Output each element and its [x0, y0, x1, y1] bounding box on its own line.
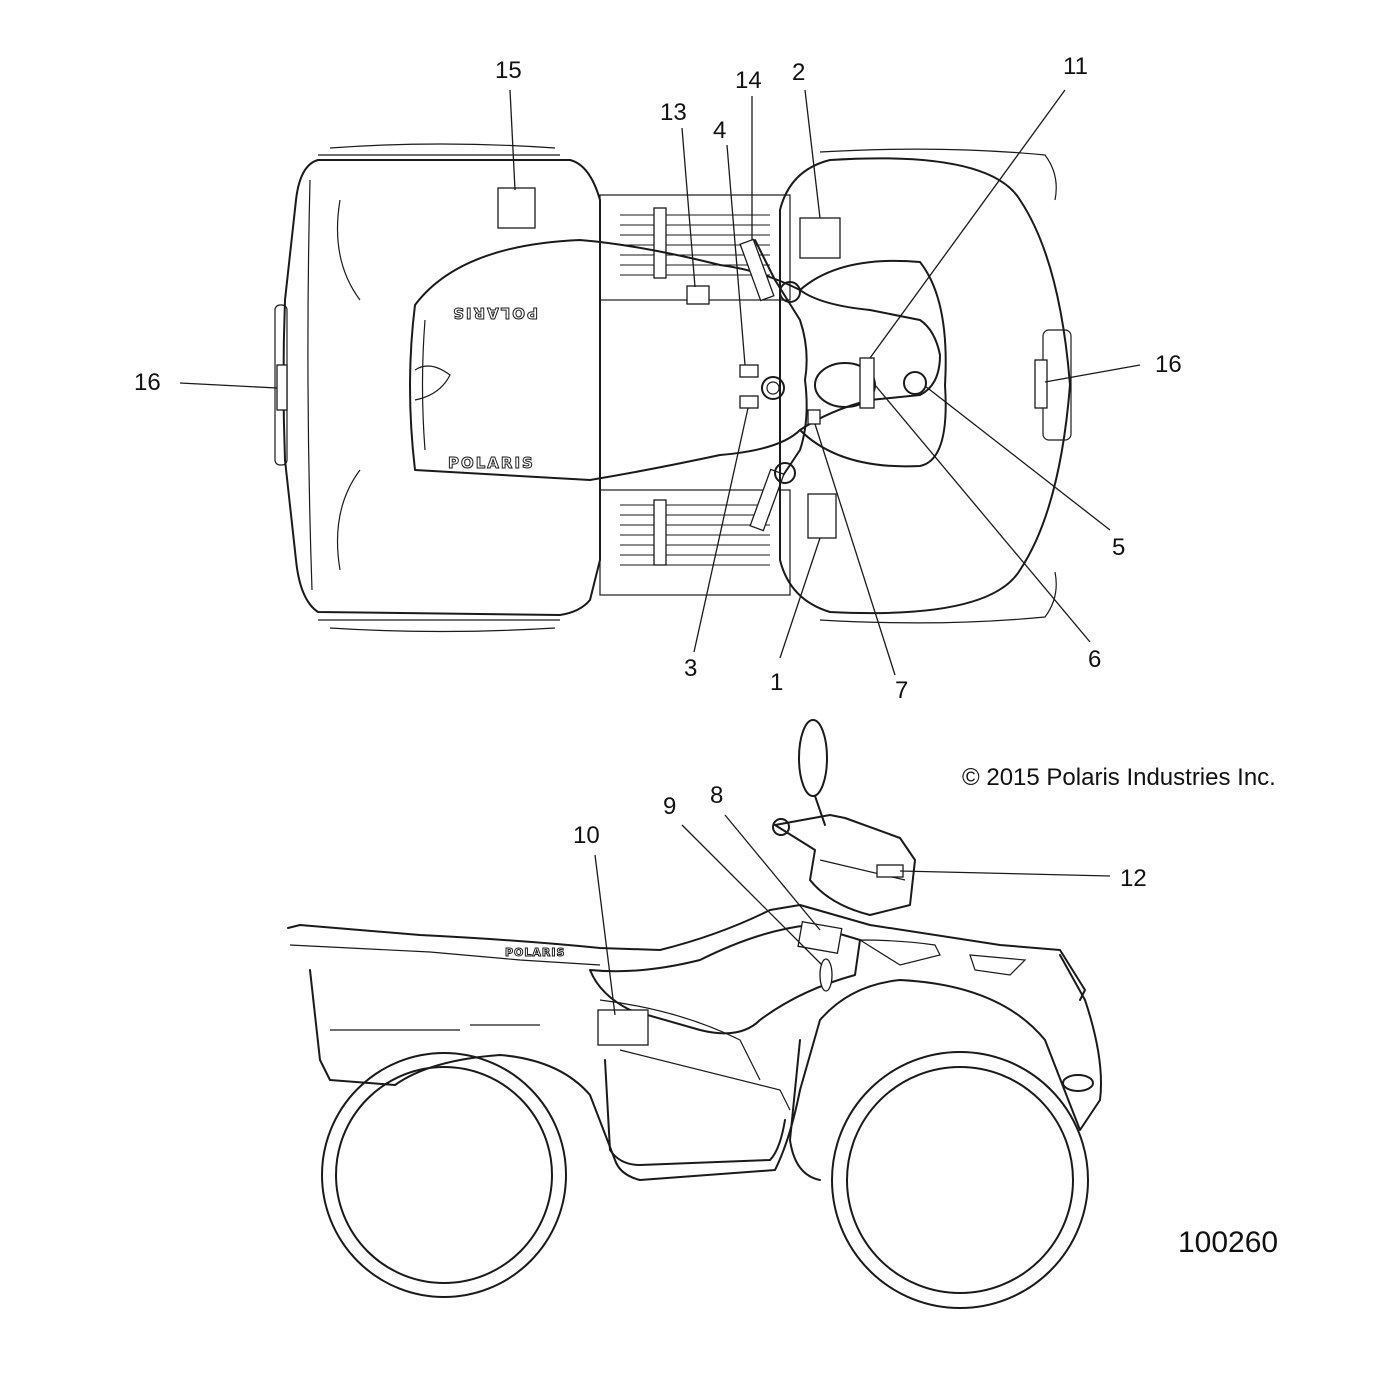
top-view-atv: POLARIS POLARIS: [274, 143, 1072, 633]
callout-13: 13: [660, 99, 687, 126]
rear-wheel: [321, 1052, 567, 1298]
brand-text-bottom: POLARIS: [448, 454, 535, 472]
top-view-callouts: 15 14 2 11 13 4 16 16 5 6 3 1 7: [134, 53, 1182, 704]
gas-cap: [761, 376, 785, 400]
copyright-text: © 2015 Polaris Industries Inc.: [962, 764, 1276, 791]
side-view-callouts: 10 9 8 12: [573, 782, 1147, 892]
side-view-decals: [597, 864, 904, 1046]
callout-11: 11: [1063, 53, 1088, 80]
decal-14: [739, 364, 759, 378]
decal-15: [497, 187, 536, 229]
decal-1: [807, 493, 837, 539]
callout-16-right: 16: [1155, 351, 1182, 378]
callout-12: 12: [1120, 865, 1147, 892]
decal-8: [797, 920, 843, 955]
decal-10: [597, 1009, 649, 1046]
side-view-leaders: [594, 814, 1111, 1016]
side-view-atv: POLARIS: [287, 719, 1102, 1309]
top-view-decals: [276, 187, 1048, 539]
handlebar: [754, 239, 808, 526]
decal-7: [807, 409, 821, 425]
callout-8: 8: [710, 782, 723, 809]
decal-9: [819, 958, 833, 992]
drawing-number: 100260: [1178, 1226, 1278, 1259]
decal-12: [876, 864, 904, 878]
callout-1: 1: [770, 669, 783, 696]
side-body: [309, 954, 1102, 1181]
decal-16-front: [1034, 359, 1048, 409]
callout-14: 14: [735, 67, 762, 94]
decal-2: [799, 217, 841, 259]
seat-body: [409, 239, 941, 481]
left-footrest: [599, 194, 791, 301]
callout-16-left: 16: [134, 369, 161, 396]
callout-9: 9: [663, 793, 676, 820]
callout-10: 10: [573, 822, 600, 849]
front-wheel: [831, 1051, 1089, 1309]
top-view-leaders: [179, 89, 1141, 676]
callout-3: 3: [684, 655, 697, 682]
callout-6: 6: [1088, 646, 1101, 673]
callout-2: 2: [792, 59, 805, 86]
callout-4: 4: [713, 117, 726, 144]
rear-fender-outline: [282, 159, 601, 616]
decal-3: [739, 395, 759, 409]
mirror: [798, 719, 828, 797]
rear-rack: [287, 904, 1086, 1001]
front-fender-outline: [779, 157, 1071, 615]
decal-11: [859, 357, 875, 409]
callout-15: 15: [495, 57, 522, 84]
brand-text-top: POLARIS: [451, 304, 538, 322]
decal-16-rear: [276, 364, 288, 411]
brand-text-side: POLARIS: [505, 946, 565, 959]
callout-5: 5: [1112, 534, 1125, 561]
right-footrest: [599, 489, 791, 596]
decal-13: [686, 285, 710, 305]
callout-7: 7: [895, 677, 908, 704]
